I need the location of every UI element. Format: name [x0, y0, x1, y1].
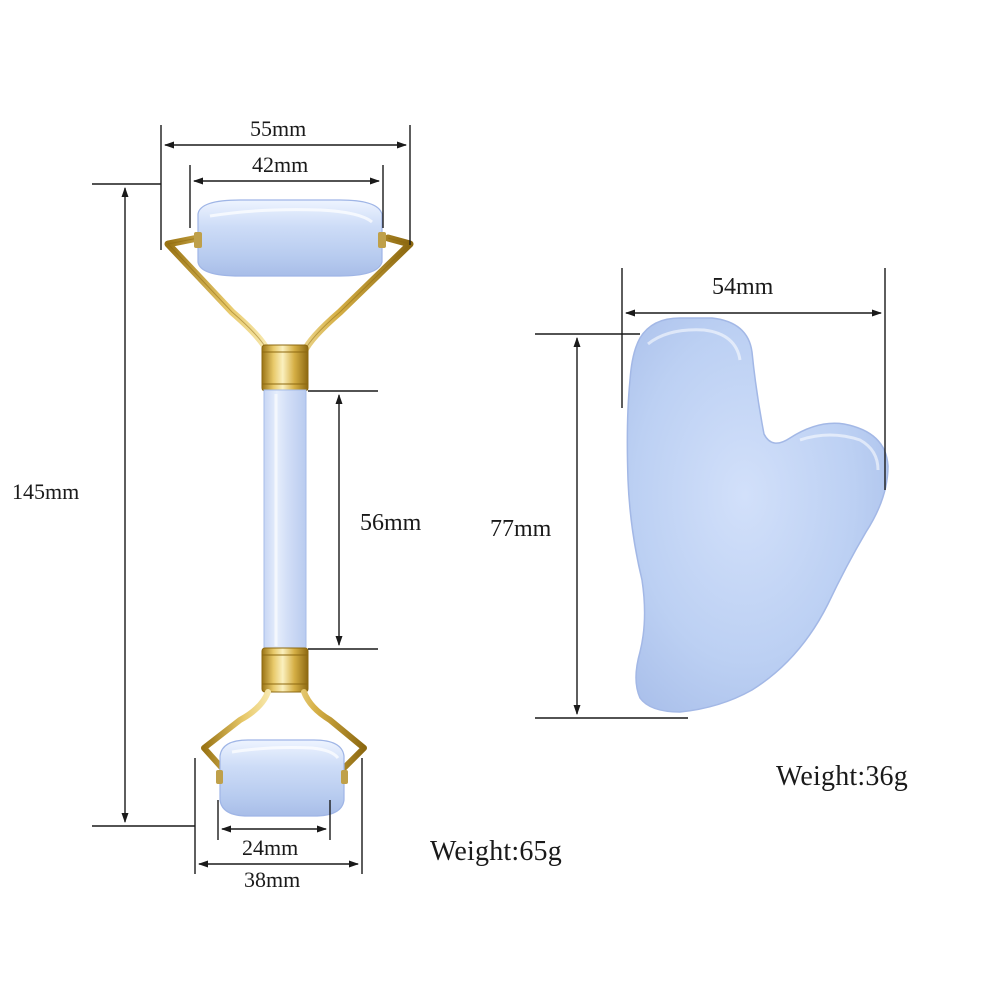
roller-total-width-label: 55mm — [250, 116, 307, 141]
gua-sha-width-label: 54mm — [712, 274, 774, 300]
face-roller — [164, 199, 414, 817]
gua-sha-weight-label: Weight:36g — [776, 761, 908, 792]
gua-sha-stone — [626, 317, 889, 713]
roller-handle — [263, 389, 307, 651]
gua-sha-dimension-lines — [535, 268, 886, 719]
roller-dimension-lines — [92, 125, 411, 874]
lower-gold-collar — [261, 647, 309, 693]
large-roller-stone — [194, 199, 386, 277]
roller-small-stone-width-label: 24mm — [242, 835, 299, 860]
gua-sha-height-label: 77mm — [490, 516, 552, 542]
roller-handle-length-label: 56mm — [360, 510, 422, 536]
roller-total-length-label: 145mm — [12, 479, 80, 504]
roller-large-stone-width-label: 42mm — [252, 152, 309, 177]
lower-frame-wire — [201, 689, 367, 771]
roller-weight-label: Weight:65g — [430, 836, 562, 867]
small-roller-stone — [216, 739, 348, 817]
roller-small-frame-width-label: 38mm — [244, 867, 301, 892]
